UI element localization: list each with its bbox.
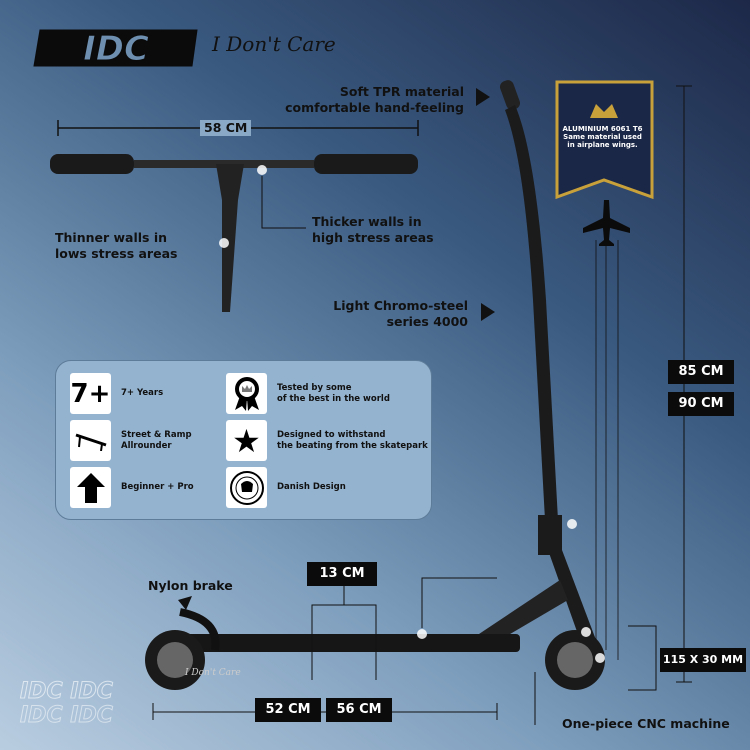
feature-text: Tested by some of the best in the world [277,382,390,404]
total-length-label: 56 CM [326,698,392,722]
idc-watermark: IDC IDC [20,679,113,704]
steel-callout: Light Chromo-steel series 4000 [333,298,468,329]
thick-walls-callout: Thicker walls in high stress areas [312,214,434,245]
danish-design-seal-icon [226,467,267,508]
svg-text:IDC: IDC [83,29,149,69]
pointer-arrow-icon [476,88,490,106]
rail-icon [70,420,111,461]
deck-length-label: 52 CM [255,698,321,722]
badge-subtitle: Same material used in airplane wings. [563,133,642,149]
features-panel: 7+ 7+ Years Street & Ramp Allrounder Begi… [55,360,432,520]
feature-item: Beginner + Pro [70,467,194,508]
feature-text: Danish Design [277,482,346,492]
crown-icon [590,104,618,118]
aluminium-badge-shape [555,80,654,200]
pointer-arrow-icon [178,596,192,610]
feature-item: Danish Design [226,467,346,508]
feature-item: Street & Ramp Allrounder [70,420,192,461]
pointer-arrow-icon [481,303,495,321]
tagline: I Don't Care [212,32,336,56]
scooter-illustration [145,80,605,725]
height-min-label: 85 CM [668,360,734,384]
award-ribbon-icon [226,373,267,414]
feature-item: Tested by some of the best in the world [226,373,390,414]
star-icon: ★ [226,420,267,461]
cnc-callout: One-piece CNC machine [562,716,730,731]
deck-width-label: 13 CM [307,562,377,586]
feature-text: Beginner + Pro [121,482,194,492]
grip-callout: Soft TPR material comfortable hand-feeli… [285,84,464,115]
brake-callout: Nylon brake [148,578,233,593]
handlebar-illustration [50,120,419,312]
seven-plus-icon: 7+ [70,373,111,414]
bar-width-label: 58 CM [200,120,252,136]
feature-item: ★ Designed to withstand the beating from … [226,420,428,461]
badge-title: ALUMINIUM 6061 T6 [562,125,643,133]
deck-print: I Don't Care [185,668,241,678]
thin-walls-callout: Thinner walls in lows stress areas [55,230,178,261]
svg-text:IDC IDC: IDC IDC [20,703,113,728]
idc-logo: IDC [33,29,198,70]
feature-item: 7+ 7+ Years [70,373,163,414]
feature-text: Street & Ramp Allrounder [121,429,192,451]
feature-text: Designed to withstand the beating from t… [277,429,428,451]
feature-text: 7+ Years [121,388,164,398]
airplane-icon [583,200,630,246]
height-max-label: 90 CM [668,392,734,416]
arrow-up-icon [70,467,111,508]
wheel-size-label: 115 X 30 MM [660,648,746,672]
